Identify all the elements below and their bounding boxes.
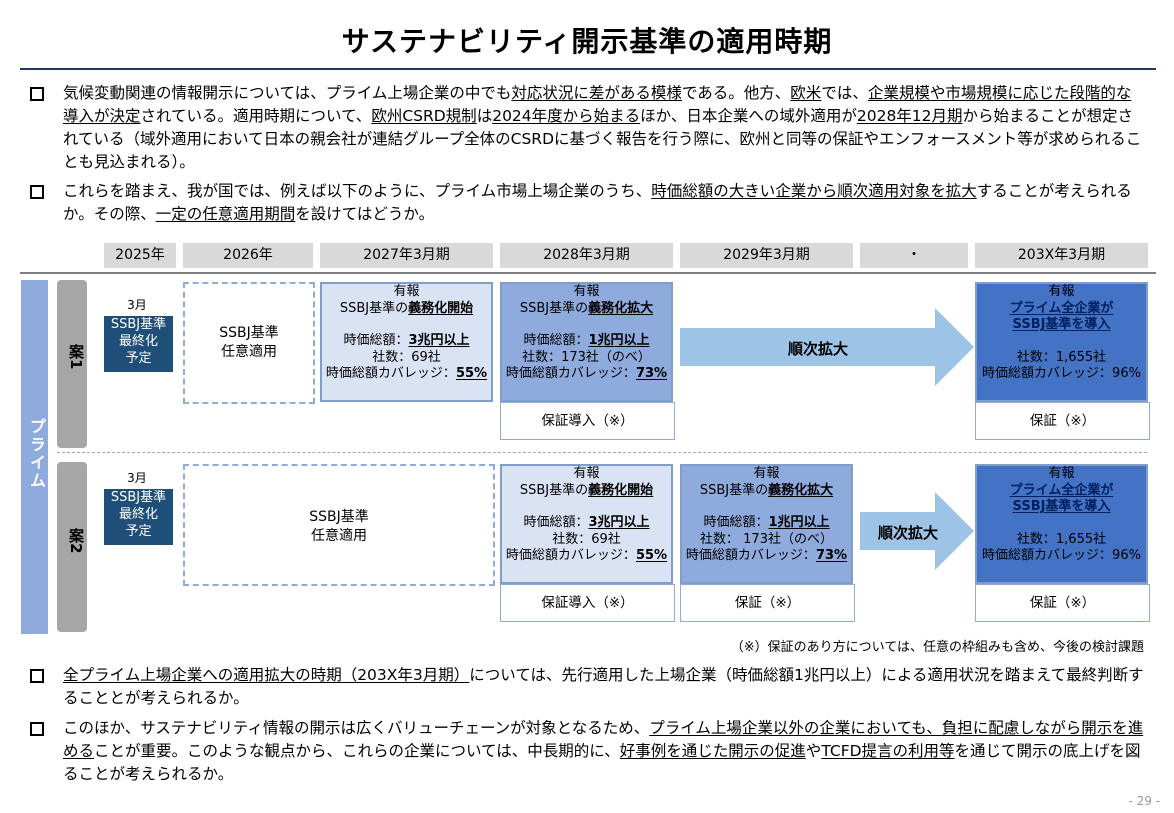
bullet-1: 気候変動関連の情報開示については、プライム上場企業の中でも対応状況に差がある模様… [30, 82, 1145, 174]
plan1-expand-arrow [680, 308, 974, 386]
plan2-expand-arrow [860, 492, 974, 570]
bullet-3: 全プライム上場企業への適用拡大の時期（203X年3月期）については、先行適用した… [30, 664, 1145, 710]
bullet-box-icon [30, 669, 44, 683]
assurance-footnote: （※）保証のあり方については、任意の枠組みも含め、今後の検討課題 [730, 640, 1144, 655]
plan2-voluntary-box: SSBJ基準任意適用 [183, 464, 495, 586]
bullet-text: これらを踏まえ、我が国では、例えば以下のように、プライム市場上場企業のうち、時価… [63, 180, 1145, 226]
plan2-assurance-203x: 保証（※） [975, 584, 1150, 622]
bullet-2: これらを踏まえ、我が国では、例えば以下のように、プライム市場上場企業のうち、時価… [30, 180, 1145, 226]
year-header-2025: 2025年 [104, 243, 176, 268]
body-text: は [476, 107, 493, 125]
emphasis-text: 2028年12月期 [856, 107, 963, 125]
plan1-voluntary-box: SSBJ基準任意適用 [183, 282, 315, 404]
plan1-card-2027: 有報 SSBJ基準の義務化開始 時価総額：3兆円以上 社数：69社 時価総額カバ… [320, 282, 493, 402]
plan1-label: 案1 [57, 280, 87, 448]
plan1-month: 3月 [127, 298, 147, 312]
body-text: や [805, 742, 822, 760]
emphasis-text: 全プライム上場企業への適用拡大の時期（203X年3月期） [63, 666, 470, 684]
title-rule [20, 68, 1156, 70]
body-text: である。他方、 [681, 84, 791, 102]
plan2-label: 案2 [57, 462, 87, 632]
prime-label: プライム [21, 280, 48, 634]
emphasis-text: 時価総額の大きい企業から順次適用対象を拡大 [651, 182, 977, 200]
emphasis-text: 2024年度から始まる [492, 107, 641, 125]
year-header-203x: 203X年3月期 [975, 243, 1148, 268]
plan2-arrow-label: 順次拡大 [878, 524, 939, 542]
emphasis-text: 欧米 [790, 84, 822, 102]
year-header-2028: 2028年3月期 [500, 243, 673, 268]
page-number: - 29 - [1128, 794, 1160, 808]
body-text: 気候変動関連の情報開示については、プライム上場企業の中でも [63, 84, 512, 102]
body-text: ことが重要。このような観点から、これらの企業については、中長期的に、 [94, 742, 620, 760]
page-title: サステナビリティ開示基準の適用時期 [341, 25, 833, 58]
plan2-card-203x: 有報 プライム全企業が SSBJ基準を導入 社数：1,655社 時価総額カバレッ… [975, 464, 1148, 584]
body-text: を通じて開示の底上げを図ることが考えられるか。 [63, 742, 1141, 783]
body-text: では、 [821, 84, 868, 102]
plan2-card-2029: 有報 SSBJ基準の義務化拡大 時価総額：1兆円以上 社数： 173社（のべ） … [680, 464, 853, 584]
plan2-card-2028: 有報 SSBJ基準の義務化開始 時価総額：3兆円以上 社数：69社 時価総額カバ… [500, 464, 673, 584]
year-header-2029: 2029年3月期 [680, 243, 853, 268]
plan-separator [57, 452, 1147, 453]
body-text: を設けてはどうか。 [295, 205, 435, 223]
body-text: されている。適用時期について、 [140, 107, 372, 125]
emphasis-text: 企業規模や市場規模に応じた段階的な導入が決定 [63, 84, 1132, 125]
bullet-box-icon [30, 185, 44, 199]
bullet-text: 全プライム上場企業への適用拡大の時期（203X年3月期）については、先行適用した… [63, 664, 1145, 710]
emphasis-text: 好事例を通じた開示の促進 [619, 742, 806, 760]
timeline-rule [20, 272, 1156, 274]
plan2-assurance-2028: 保証導入（※） [500, 584, 675, 622]
emphasis-text: プライム上場企業以外の企業においても、負担に配慮しながら開示を進める [63, 719, 1144, 760]
body-text: ほか、日本企業への域外適用が [640, 107, 857, 125]
plan1-card-203x: 有報 プライム全企業が SSBJ基準を導入 社数：1,655社 時価総額カバレッ… [975, 282, 1148, 402]
year-header-2027: 2027年3月期 [320, 243, 493, 268]
plan1-assurance-2028: 保証導入（※） [500, 402, 675, 440]
body-text: このほか、サステナビリティ情報の開示は広くバリューチェーンが対象となるため、 [63, 719, 650, 737]
body-text: については、先行適用した上場企業（時価総額1兆円以上）による適用状況を踏まえて最… [63, 666, 1144, 707]
plan1-card-2028: 有報 SSBJ基準の義務化拡大 時価総額：1兆円以上 社数：173社（のべ） 時… [500, 282, 673, 402]
bullet-box-icon [30, 87, 44, 101]
bullet-4: このほか、サステナビリティ情報の開示は広くバリューチェーンが対象となるため、プラ… [30, 717, 1145, 786]
plan1-ssbj-final-box: SSBJ基準最終化予定 [104, 316, 173, 372]
body-text: することが考えられるか。その際、 [63, 182, 1132, 223]
plan2-ssbj-final-box: SSBJ基準最終化予定 [104, 489, 173, 545]
plan2-assurance-2029: 保証（※） [680, 584, 855, 622]
plan2-month: 3月 [127, 471, 147, 485]
year-header-dot: ・ [860, 243, 968, 268]
emphasis-text: 欧州CSRD規制 [371, 107, 477, 125]
bullet-box-icon [30, 722, 44, 736]
bullet-text: このほか、サステナビリティ情報の開示は広くバリューチェーンが対象となるため、プラ… [63, 717, 1145, 786]
emphasis-text: TCFD提言の利用等 [821, 742, 955, 760]
bullet-text: 気候変動関連の情報開示については、プライム上場企業の中でも対応状況に差がある模様… [63, 82, 1145, 174]
plan1-assurance-203x: 保証（※） [975, 402, 1150, 440]
body-text: これらを踏まえ、我が国では、例えば以下のように、プライム市場上場企業のうち、 [63, 182, 652, 200]
body-text: から始まることが想定されている（域外適用において日本の親会社が連結グループ全体の… [63, 107, 1142, 171]
emphasis-text: 一定の任意適用期間 [155, 205, 296, 223]
emphasis-text: 対応状況に差がある模様 [511, 84, 682, 102]
year-header-2026: 2026年 [183, 243, 313, 268]
plan1-arrow-label: 順次拡大 [788, 340, 849, 358]
